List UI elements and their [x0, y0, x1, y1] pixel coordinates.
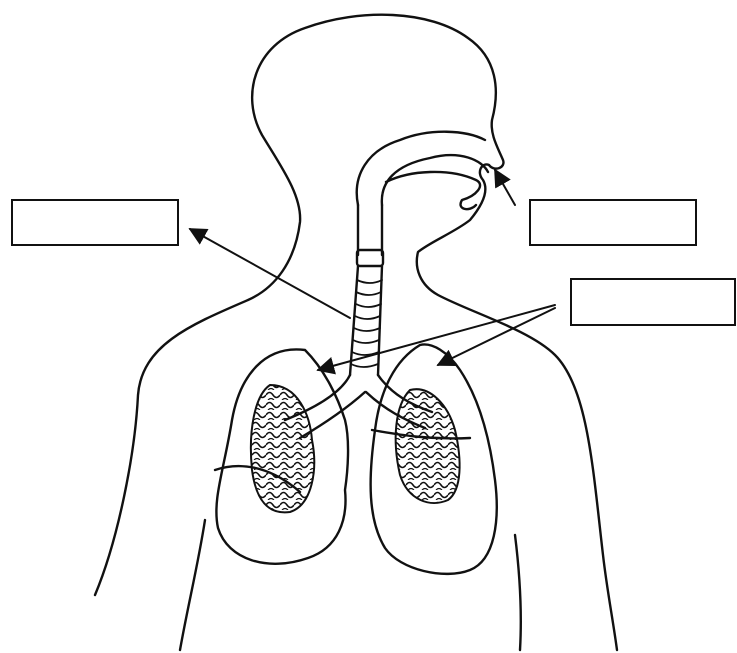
left-bronchial-tree [251, 385, 314, 512]
right-bronchial-tree [396, 389, 460, 503]
mouth-nose-label-box[interactable] [529, 199, 697, 246]
lungs-label-box[interactable] [570, 278, 736, 326]
body-outline [95, 15, 617, 650]
right-arm-outline [515, 535, 521, 650]
nasal-cavity [357, 132, 488, 209]
left-arm-outline [180, 520, 205, 650]
mouth-pointer-arrow [495, 170, 515, 205]
larynx [357, 250, 383, 266]
trachea-pointer-arrow [190, 229, 350, 318]
pharynx [358, 205, 382, 255]
trachea-label-box[interactable] [11, 199, 179, 246]
right-lung-pointer-arrow [438, 308, 555, 365]
